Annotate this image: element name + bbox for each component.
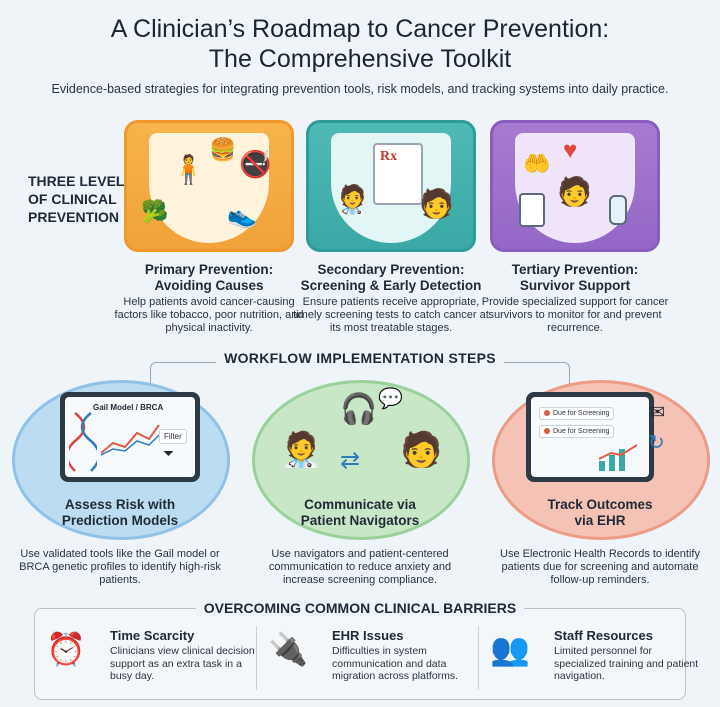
barriers-heading: OVERCOMING COMMON CLINICAL BARRIERS (0, 600, 720, 616)
barrier-divider (256, 626, 257, 690)
title-line-1: A Clinician’s Roadmap to Cancer Preventi… (110, 15, 610, 43)
levels-label: THREE LEVELS OF CLINICAL PREVENTION (28, 173, 134, 225)
monitor-device-icon (519, 193, 545, 227)
communicate-description: Use navigators and patient-centered comm… (268, 548, 452, 586)
clock-icon: ⏰ (46, 631, 86, 667)
shield-icon (149, 133, 269, 243)
assess-risk-description: Use validated tools like the Gail model … (19, 548, 221, 586)
caring-hands-icon: 🤲 (523, 151, 551, 176)
secondary-description: Ensure patients receive appropriate, tim… (293, 296, 489, 334)
tertiary-prevention-card: ♥ 🤲 🧑 (490, 120, 660, 252)
tangled-cables-icon: 🔌 (268, 631, 308, 667)
barriers-panel (34, 608, 686, 700)
barrier-ehr-issues: 🔌 EHR Issues Difficulties in system comm… (268, 628, 459, 682)
dna-icon (69, 412, 97, 472)
exchange-arrows-icon: ⇄ (340, 447, 361, 474)
team-icon: 👥 (490, 631, 530, 667)
secondary-prevention-card: Rx 🧑‍⚕️ 🧑 (306, 120, 476, 252)
navigator-headset-icon: 🎧 (340, 393, 378, 426)
funnel-icon: ⏷ (163, 445, 175, 461)
filter-label: Filter (159, 429, 187, 444)
page-subtitle: Evidence-based strategies for integratin… (51, 82, 669, 96)
growth-chart-icon (598, 444, 638, 471)
doctor-icon: 🧑‍⚕️ (335, 184, 370, 215)
trend-chart-icon (101, 424, 160, 456)
ehr-screen: Due for Screening Due for Screening (531, 397, 649, 477)
ehr-tablet-icon: Due for Screening Due for Screening (526, 392, 654, 482)
sneaker-icon: 👟 (227, 202, 257, 229)
workflow-heading: WORKFLOW IMPLEMENTATION STEPS (0, 350, 720, 366)
primary-prevention-card: 🧍 🍔 🚭 🥦 👟 (124, 120, 294, 252)
burger-icon: 🍔 (209, 137, 237, 162)
doctor-icon: 🧑‍⚕️ (280, 431, 323, 469)
clipboard-icon: Rx (373, 143, 423, 205)
page-title: A Clinician’s Roadmap to Cancer Preventi… (0, 14, 720, 74)
communicate-title: Communicate via Patient Navigators (300, 497, 420, 528)
primary-description: Help patients avoid cancer-causing facto… (114, 296, 304, 334)
vegetables-icon: 🥦 (141, 199, 169, 224)
no-smoking-icon: 🚭 (239, 149, 272, 179)
assess-risk-title: Assess Risk with Prediction Models (61, 497, 179, 528)
patient-icon: 🧑 (419, 188, 454, 219)
track-outcomes-title: Track Outcomes via EHR (547, 497, 653, 528)
speech-bubble-icon: 💬 (378, 388, 403, 410)
communicate-circle (252, 380, 470, 540)
thermometer-icon (609, 195, 627, 225)
patient-icon: 🧑 (400, 431, 443, 469)
barrier-staff-resources: 👥 Staff Resources Limited personnel for … (490, 628, 699, 682)
tablet-icon: Gail Model / BRCA Filter ⏷ (60, 392, 200, 482)
primary-title: Primary Prevention: Avoiding Causes (144, 262, 274, 293)
track-outcomes-description: Use Electronic Health Records to identif… (500, 548, 700, 586)
title-line-2: The Comprehensive Toolkit (208, 45, 512, 73)
person-icon: 🧍 (171, 154, 206, 185)
survivor-icon: 🧑 (557, 176, 592, 207)
barrier-divider (478, 626, 479, 690)
envelope-icon: ✉ (650, 402, 666, 422)
heart-icon: ♥ (563, 137, 578, 164)
due-reminder-1: Due for Screening (539, 407, 615, 420)
due-reminder-2: Due for Screening (539, 425, 615, 438)
barrier-time-scarcity: ⏰ Time Scarcity Clinicians view clinical… (46, 628, 255, 682)
refresh-arrow-icon: ↻ (648, 432, 665, 454)
tertiary-title: Tertiary Prevention: Survivor Support (511, 262, 639, 293)
secondary-title: Secondary Prevention: Screening & Early … (300, 262, 482, 293)
tablet-screen: Gail Model / BRCA Filter ⏷ (65, 397, 195, 477)
tertiary-description: Provide specialized support for cancer s… (481, 296, 669, 334)
